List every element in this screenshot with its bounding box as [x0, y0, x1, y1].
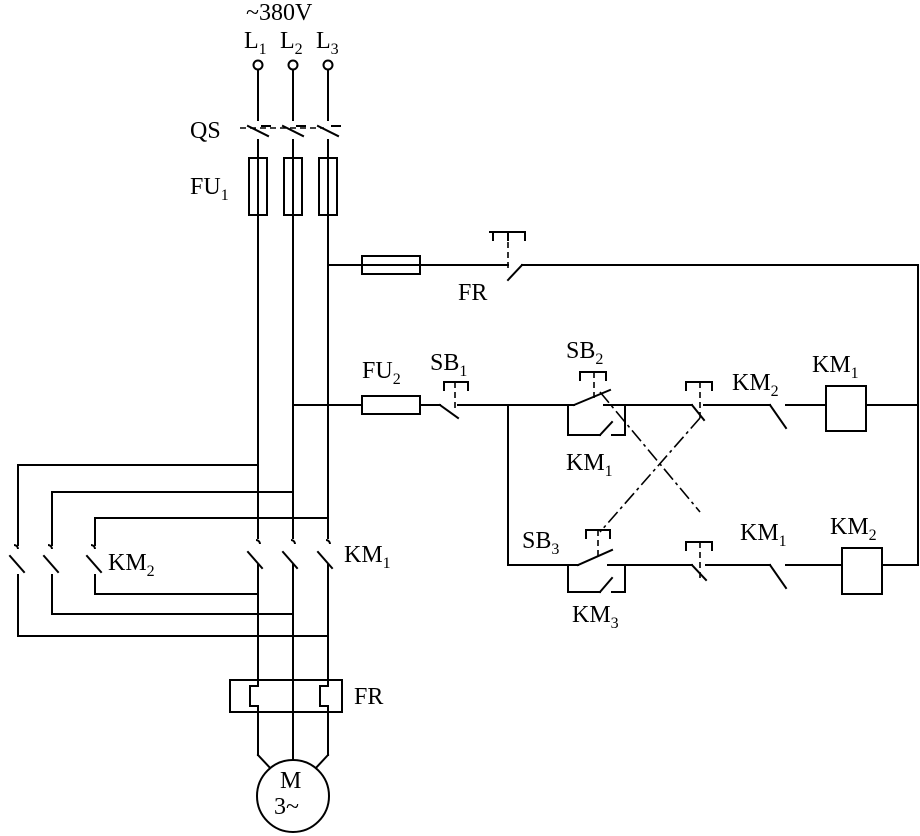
sb2-label: SB2 [566, 338, 603, 368]
km1-interlock-label: KM1 [740, 520, 787, 550]
motor-phase-label: 3~ [274, 794, 299, 820]
control-main-line [292, 381, 569, 420]
supply-voltage-label: ~380V [246, 0, 313, 26]
qs-label: QS [190, 118, 221, 144]
motor [256, 759, 330, 833]
km1-main-contacts [246, 539, 334, 570]
button-interlock-linkage [599, 391, 701, 533]
km3-holding-contact-label: KM3 [572, 602, 619, 632]
fu2-label: FU2 [362, 358, 401, 388]
fr-control-contact-label: FR [458, 280, 487, 306]
fr-main-label: FR [354, 684, 383, 710]
km2-interlock-label: KM2 [732, 370, 779, 400]
km2-coil-label: KM2 [830, 514, 877, 544]
phase-l1-label: L1 [244, 28, 267, 58]
motor-label: M [280, 768, 301, 794]
sb3-label: SB3 [522, 528, 559, 558]
control-fr-branch [327, 231, 919, 566]
km2-branch [507, 404, 919, 595]
sb1-label: SB1 [430, 350, 467, 380]
phase-l1-conductor [256, 69, 274, 772]
phase-l3-label: L3 [316, 28, 339, 58]
fu1-fuses [248, 157, 338, 216]
phase-l2-label: L2 [280, 28, 303, 58]
km1-holding-contact-label: KM1 [566, 450, 613, 480]
km1-main-contacts-label: KM1 [344, 542, 391, 572]
km1-coil-label: KM1 [812, 352, 859, 382]
fr-thermal-relay [229, 679, 343, 713]
fu1-label: FU1 [190, 174, 229, 204]
qs-isolator-switch [240, 124, 341, 138]
km2-main-contacts-label: KM2 [108, 550, 155, 580]
km2-main-contacts [8, 544, 103, 574]
supply-terminals [252, 59, 334, 71]
km2-reversing-wiring [17, 464, 329, 637]
km1-branch [567, 371, 919, 437]
phase-l3-conductor [312, 69, 330, 772]
